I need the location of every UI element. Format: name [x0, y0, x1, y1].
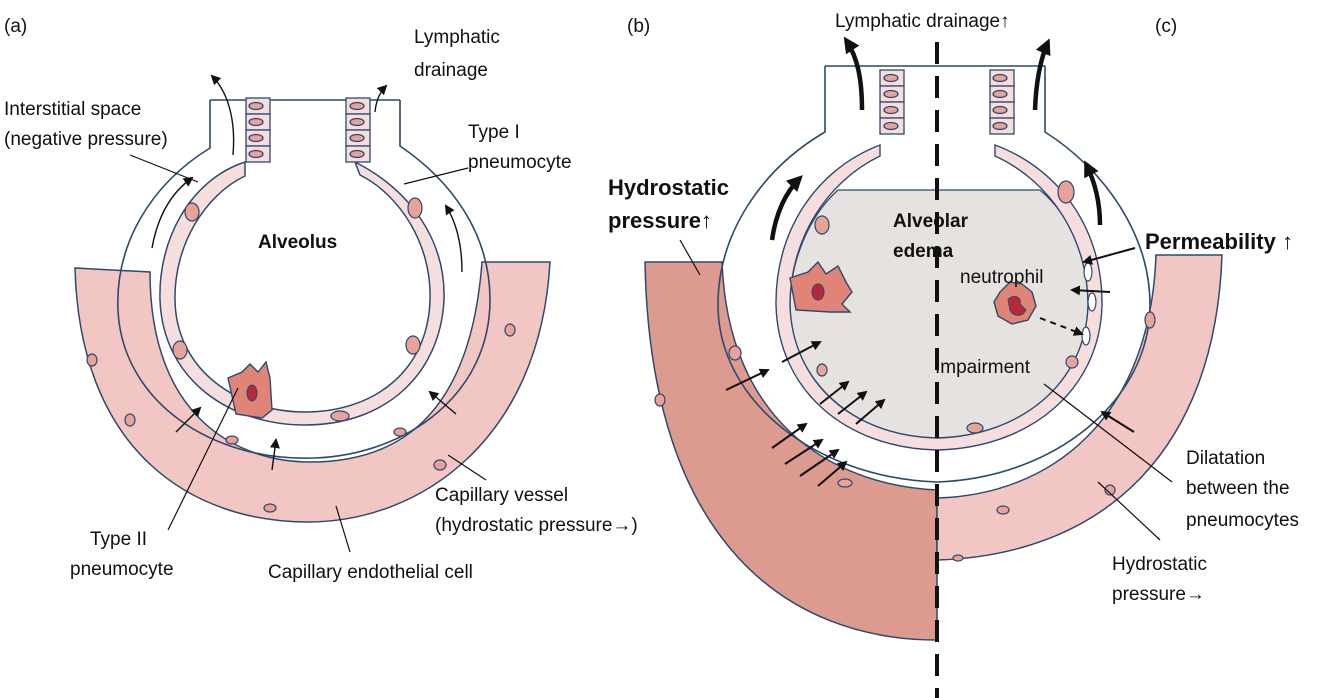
capillary-vessel-label-2: (hydrostatic pressure→)	[435, 515, 638, 536]
filtration-arrows-b	[725, 341, 886, 487]
hydrostatic-label-b-1: Hydrostatic	[608, 175, 729, 200]
epithelial-column-right-c	[989, 69, 1015, 135]
type2-pneumocyte-b	[789, 260, 853, 313]
top-lymphatic-drainage-label: Lymphatic drainage↑	[835, 11, 1010, 32]
interstitial-space-label-2: (negative pressure)	[4, 129, 168, 150]
alveolar-wall-outer-bc	[717, 66, 1151, 483]
epithelial-column-right-a	[345, 97, 371, 163]
lymphatic-drainage-label-a-1: Lymphatic	[414, 27, 500, 48]
dilatation-label-1: Dilatation	[1186, 448, 1265, 469]
interstitial-space-label-1: Interstitial space	[4, 99, 141, 120]
permeability-label: Permeability ↑	[1145, 229, 1293, 254]
capillary-vessel-c	[936, 254, 1223, 561]
lymphatic-arrows-bc	[769, 36, 1103, 241]
alveolar-edema-label-1: Alveolar	[893, 211, 969, 232]
membrane-nuclei-a	[86, 197, 516, 513]
membrane-nuclei-bc	[654, 180, 1156, 562]
capillary-vessel-b	[644, 261, 938, 641]
type2-pneumocyte-label-2: pneumocyte	[70, 559, 174, 580]
type2-pneumocyte-a	[227, 360, 273, 419]
lymphatic-drainage-label-a-2: drainage	[414, 60, 488, 81]
type1-membrane-bc	[775, 143, 1103, 451]
dilatation-label-2: between the	[1186, 478, 1290, 499]
alveolus-label: Alveolus	[258, 232, 337, 253]
hydrostatic-label-c-1: Hydrostatic	[1112, 554, 1207, 575]
neutrophil	[993, 281, 1037, 325]
epithelial-column-left-a	[245, 97, 271, 163]
capillary-vessel-label-1: Capillary vessel	[435, 485, 568, 506]
impairment-label: Impairment	[935, 357, 1031, 378]
epithelial-column-left-b	[879, 69, 905, 135]
type2-pneumocyte-label-1: Type II	[90, 529, 147, 550]
alveolar-edema-label-2: edema	[893, 241, 954, 262]
panel-c-tag: (c)	[1155, 16, 1177, 37]
neutrophil-label: neutrophil	[960, 267, 1043, 288]
permeability-arrows-c	[1039, 247, 1136, 433]
leader-lines-bc	[679, 239, 1173, 541]
panel-bc: (b) Lymphatic drainage↑ (c) Hydrostatic …	[608, 11, 1299, 698]
endothelial-cell-label: Capillary endothelial cell	[268, 562, 473, 583]
panel-b-tag: (b)	[627, 16, 650, 37]
alveolar-wall-outer-a	[117, 100, 491, 459]
leader-lines-a	[129, 154, 487, 553]
flow-arrows-a	[151, 74, 463, 471]
hydrostatic-label-c-2: pressure→	[1112, 584, 1205, 605]
type1-membrane-a	[159, 160, 445, 426]
type1-pneumocyte-label-1: Type I	[468, 122, 520, 143]
membrane-gaps-c	[1081, 262, 1097, 346]
panel-a-tag: (a)	[4, 16, 27, 37]
hydrostatic-label-b-2: pressure↑	[608, 208, 712, 233]
panel-a: (a) Lymphatic drainage Interstitial spac…	[4, 16, 638, 583]
capillary-vessel-a	[74, 261, 551, 523]
type1-pneumocyte-label-2: pneumocyte	[468, 152, 572, 173]
dilatation-label-3: pneumocytes	[1186, 510, 1299, 531]
